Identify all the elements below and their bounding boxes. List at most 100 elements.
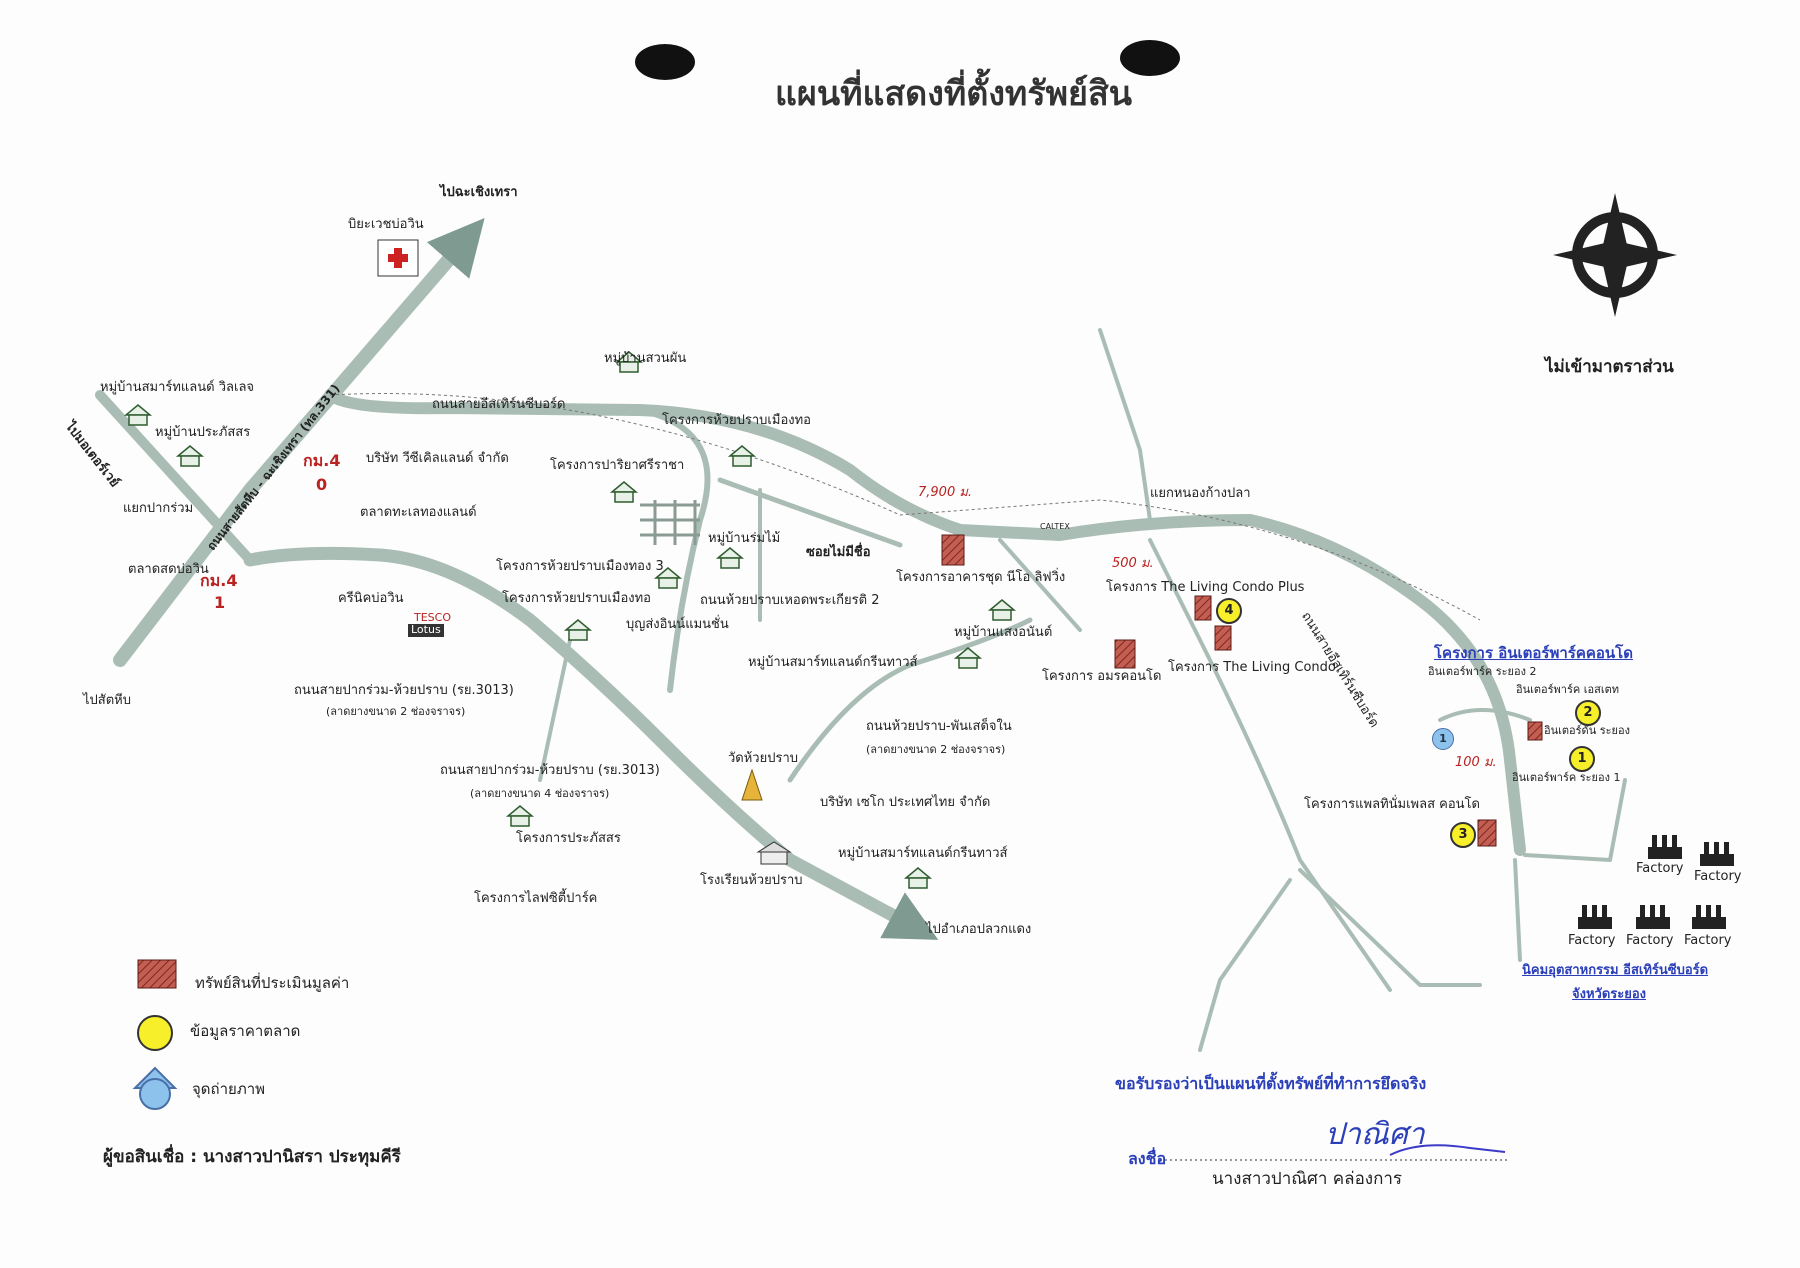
label-living-plus: โครงการ The Living Condo Plus [1106,580,1305,595]
label-muangthong3: โครงการห้วยปราบเมืองทอง 3 [496,559,664,574]
signer-name: นางสาวปาณิศา คล่องการ [1212,1169,1403,1189]
label-interpark-project: โครงการ อินเตอร์พาร์คคอนโด [1434,644,1633,662]
sign-label: ลงชื่อ [1128,1149,1167,1168]
label-rayong: จังหวัดระยอง [1572,987,1647,1002]
label-to-pluak-daeng: ไปอำเภอปลวกแดง [926,922,1032,937]
road-huayprab-north [637,407,711,693]
label-interpark-sub: อินเตอร์ดัน ระยอง [1544,724,1630,737]
market-point-1: 1 [1569,746,1595,772]
road-south-3 [1298,868,1482,987]
roads [95,218,1627,1052]
temple-icon [741,768,763,801]
label-soi: ซอยไม่มีชื่อ [806,545,871,560]
road-south-2 [1198,878,1292,1052]
legend-property-swatch [137,959,177,989]
label-factory-5: Factory [1684,933,1732,948]
property-living-plus [1194,595,1212,621]
label-seiko: บริษัท เซโก ประเทศไทย จำกัด [820,795,991,810]
label-smart-greenhouse-2: หมู่บ้านสมาร์ทแลนด์กรีนทาวส์ [838,846,1008,861]
road-to-motorway [95,390,255,565]
label-saeng-anan: หมู่บ้านแสงอนันต์ [954,625,1053,640]
label-huayprab-road2: ถนนห้วยปราบเหอดพระเกียรติ 2 [700,593,880,608]
label-caltex: CALTEX [1040,522,1070,531]
label-prapatsorn-village: หมู่บ้านประภัสสร [155,425,251,440]
property-platinum [1477,819,1497,847]
label-road-3013-b-note: (ลาดยางขนาด 4 ช่องจราจร) [470,787,610,800]
housing-grid [640,500,700,545]
signature-stroke [1389,1144,1506,1156]
label-nong-kang-pla: แยกหนองก้างปลา [1150,486,1251,501]
label-hospital: บิยะเวชบ่อวิน [348,217,424,232]
legend-photo-swatch [132,1066,178,1110]
label-bowin-market: ตลาดสดบ่อวิน [128,562,209,577]
label-km4-bottom: กม.4 [200,571,238,590]
village-icons [123,351,1017,889]
property-neo-living [941,534,965,566]
label-smart-greenhouse: หมู่บ้านสมาร์ทแลนด์กรีนทาวส์ [748,655,918,670]
label-to-chachoengsao: ไปฉะเชิงเทรา [440,185,518,200]
label-km4-top-num: 0 [316,475,328,494]
property-markers [941,534,1543,847]
road-local-3 [998,538,1082,632]
label-road-3013-b: ถนนสายปากร่วม-ห้วยปราบ (รย.3013) [440,763,660,778]
label-parichat: โครงการปาริยาศรีราชา [550,458,685,473]
label-project-prapatsorn: โครงการประภัสสร [516,831,621,846]
label-neo-living: โครงการอาคารชุด นีโอ ลิฟวิ่ง [896,570,1066,585]
label-dist-100: 100 ม. [1455,755,1497,770]
label-vcs: บริษัท วีซีเคิลแลนด์ จำกัด [366,451,509,466]
road-331 [113,218,485,667]
label-interpark-estate: อินเตอร์พาร์ค เอสเตท [1516,683,1619,696]
road-local-1 [538,638,572,782]
certify-text: ขอรับรองว่าเป็นแผนที่ตั้งทรัพย์ที่ทำการย… [1115,1074,1427,1093]
label-road-3013-a: ถนนสายปากร่วม-ห้วยปราบ (รย.3013) [294,683,514,698]
school-icon [756,841,792,865]
label-sea-market: ตลาดทะเลทองแลนด์ [360,505,477,520]
label-school: โรงเรียนห้วยปราบ [700,873,803,888]
signature: ปาณิศา [1325,1117,1425,1152]
road-soi [717,477,903,548]
legend-market-label: ข้อมูลราคาตลาด [190,1022,301,1040]
label-clinic: ครีนิคบ่อวิน [338,591,404,606]
hospital-icon [377,239,419,277]
label-factory-4: Factory [1626,933,1674,948]
road-interpark [1438,708,1532,722]
punch-hole-right [1120,40,1180,76]
market-point-2: 2 [1575,700,1601,726]
property-living [1214,625,1232,651]
legend-photo-label: จุดถ่ายภาพ [192,1080,266,1098]
north-arrow-icon [1553,193,1677,317]
label-factory-1: Factory [1636,861,1684,876]
factory-icons [1578,835,1734,929]
label-wat-huayprab: วัดห้วยปราบ [728,751,799,766]
label-boonsong: บุญส่งอินน์แมนชั่น [626,617,729,632]
property-interpark [1527,721,1543,741]
label-lotus: Lotus [408,623,444,637]
road-estate-2 [1513,858,1522,962]
legend-market-swatch [137,1015,173,1051]
road-3013 [243,546,939,940]
road-estate-1 [1523,778,1627,862]
label-huayprab-phansadet-note: (ลาดยางขนาด 2 ช่องจราจร) [866,743,1006,756]
borrower-label: ผู้ขอสินเชื่อ : นางสาวปานิสรา ประทุมคีรี [103,1147,401,1167]
label-suanphan: หมู่บ้านสวนผัน [604,351,687,366]
north-letter: N [1607,245,1623,266]
label-factory-3: Factory [1568,933,1616,948]
label-interpark-2: อินเตอร์พาร์ค ระยอง 2 [1428,665,1537,678]
label-rom-mai: หมู่บ้านร่มไม้ [708,531,781,546]
market-point-4: 4 [1216,598,1242,624]
label-huayprab-phansadet: ถนนห้วยปราบ-พันเสด็จใน [866,719,1012,734]
label-platinum: โครงการแพลทินั่มเพลส คอนโด [1304,797,1480,812]
label-muangthong-tha: โครงการห้วยปราบเมืองทอ [502,591,651,606]
label-to-sattahip: ไปสัตหีบ [83,693,131,708]
dashed-route [329,393,1481,621]
label-road-3013-a-note: (ลาดยางขนาด 2 ช่องจราจร) [326,705,466,718]
legend-property-label: ทรัพย์สินที่ประเมินมูลค่า [195,974,350,992]
label-life-city: โครงการไลฟซิตี้ปาร์ค [474,891,598,906]
label-interpark-1: อินเตอร์พาร์ค ระยอง 1 [1512,771,1621,784]
market-point-3: 3 [1450,822,1476,848]
label-industrial-estate: นิคมอุตสาหกรรม อีสเทิร์นซีบอร์ด [1522,963,1709,978]
label-dist-7900: 7,900 ม. [918,485,973,500]
label-tesco: TESCO [414,611,451,624]
label-pak-ruam: แยกปากร่วม [123,501,194,516]
